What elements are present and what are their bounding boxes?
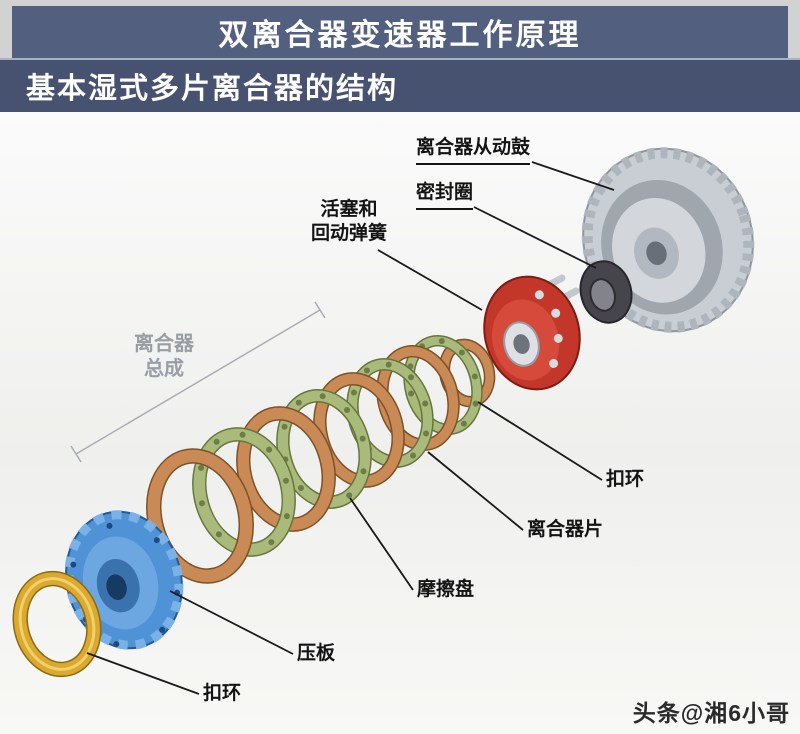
label-piston-line1: 活塞和 — [320, 199, 378, 220]
exploded-view-svg — [12, 147, 755, 695]
piston-graphic — [483, 275, 581, 391]
label-assembly-line1: 离合器 — [134, 333, 194, 355]
label-piston-return-spring: 活塞和 回动弹簧 — [290, 198, 408, 246]
label-seal-ring: 密封圈 — [416, 181, 474, 210]
label-clutch-driven-drum: 离合器从动鼓 — [416, 136, 531, 165]
label-clutch-assembly: 离合器 总成 — [116, 332, 212, 382]
label-snap-ring-left: 扣环 — [203, 683, 242, 704]
watermark: 头条@湘6小哥 — [632, 700, 790, 726]
title-bar-inner: 双离合器变速器工作原理 — [12, 6, 788, 58]
subtitle-bar: 基本湿式多片离合器的结构 — [0, 58, 800, 112]
title-bar: 双离合器变速器工作原理 — [0, 0, 800, 58]
section-title: 基本湿式多片离合器的结构 — [26, 73, 399, 105]
assembly-dimension-lines — [70, 301, 326, 463]
clutch-drum-graphic — [581, 147, 755, 333]
label-assembly-line2: 总成 — [144, 358, 184, 380]
clutch-pack-graphic — [146, 334, 483, 584]
main-title: 双离合器变速器工作原理 — [218, 19, 582, 52]
diagram-area: 离合器从动鼓 密封圈 活塞和 回动弹簧 离合器 总成 扣环 离合器片 摩擦盘 压… — [0, 112, 800, 734]
label-clutch-plate: 离合器片 — [527, 519, 604, 540]
snap-ring-left-graphic — [12, 570, 102, 678]
seal-ring-graphic — [579, 260, 633, 324]
leader-lines — [86, 161, 615, 695]
label-piston-line2: 回动弹簧 — [310, 222, 387, 244]
label-pressure-plate: 压板 — [297, 643, 336, 664]
label-snap-ring-right: 扣环 — [606, 469, 645, 490]
label-friction-disc: 摩擦盘 — [417, 579, 475, 600]
